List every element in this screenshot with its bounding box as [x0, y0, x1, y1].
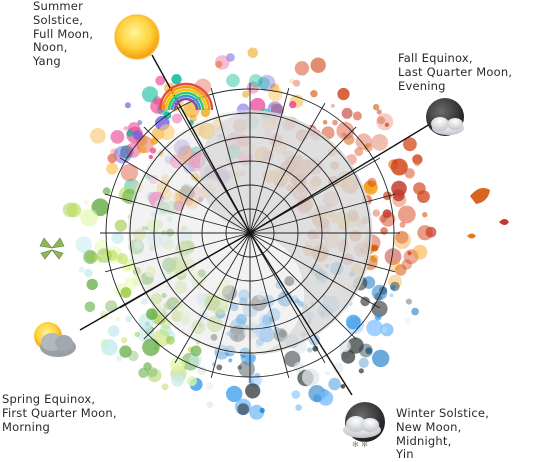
summer-label-line: Summer: [33, 0, 83, 13]
polar-grid: [100, 83, 400, 383]
grid-spoke: [143, 232, 251, 340]
winter-label-line: New Moon,: [396, 419, 462, 434]
grid-spoke: [119, 157, 251, 234]
summer-label-line: Full Moon,: [33, 26, 94, 41]
fall-label-line: Fall Equinox,: [398, 51, 473, 65]
spring-label: Spring Equinox, First Quarter Moon, Morn…: [2, 392, 117, 434]
grid-spoke: [249, 193, 396, 234]
grid-spoke: [249, 232, 381, 309]
grid-spoke: [143, 126, 251, 234]
rainbow-icon: [158, 82, 214, 111]
winter-label-line: Midnight,: [396, 433, 452, 448]
summer-label-line: Yang: [33, 54, 61, 69]
snow-cloud-icon: ✻ ✻: [343, 402, 385, 449]
summer-label-line: Noon,: [33, 40, 68, 55]
fall-label-line: Last Quarter Moon,: [398, 64, 513, 79]
grid-spoke: [249, 102, 326, 234]
grid-spoke: [249, 232, 290, 379]
svg-text:✻ ✻: ✻ ✻: [352, 440, 368, 449]
summer-label: Summer Solstice, Full Moon, Noon, Yang: [33, 0, 93, 69]
moon-cloud-icon: [426, 98, 464, 136]
grid-spoke: [104, 193, 251, 234]
winter-axis-line: [249, 232, 353, 396]
sun-cloud-icon: [34, 322, 76, 357]
sun-icon: [114, 14, 160, 60]
fall-axis-line: [249, 117, 441, 234]
spring-label-line: First Quarter Moon,: [2, 405, 117, 420]
grid-spoke: [210, 87, 251, 234]
grid-spoke: [249, 126, 357, 234]
winter-label-line: Winter Solstice,: [396, 406, 490, 420]
grid-spoke: [249, 87, 290, 234]
fall-label-line: Evening: [398, 78, 446, 93]
grid-spoke: [210, 232, 251, 379]
season-axes: [79, 54, 441, 396]
spring-axis-line: [79, 232, 251, 331]
winter-label: Winter Solstice, New Moon, Midnight, Yin: [396, 406, 490, 462]
grid-spoke: [249, 232, 326, 364]
winter-label-line: Yin: [396, 447, 414, 462]
grid-spoke: [104, 232, 251, 273]
spring-label-line: Morning: [2, 419, 50, 434]
summer-axis-line: [151, 54, 251, 234]
butterfly-icon: [39, 237, 65, 260]
summer-label-line: Solstice,: [33, 12, 84, 27]
spring-label-line: Spring Equinox,: [2, 392, 96, 406]
grid-spoke: [249, 232, 396, 273]
fall-label: Fall Equinox, Last Quarter Moon, Evening: [398, 51, 513, 93]
grid-spoke: [249, 232, 357, 340]
autumn-leaf-icon: [467, 188, 509, 239]
grid-spoke: [174, 232, 251, 364]
yin-yang-shape: [127, 110, 373, 355]
